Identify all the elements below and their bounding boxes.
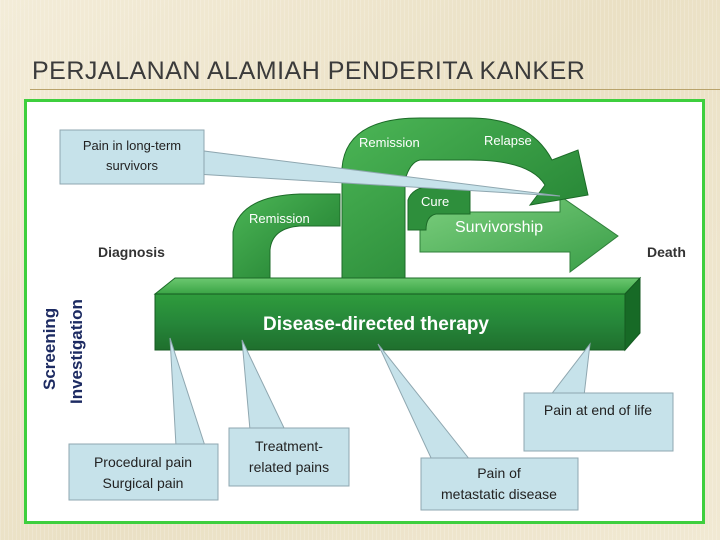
therapy-box-top — [153, 277, 642, 295]
label-survivorship: Survivorship — [455, 219, 543, 236]
label-diagnosis: Diagnosis — [98, 244, 165, 260]
callout-treatment-pointer — [241, 339, 286, 431]
label-death: Death — [647, 244, 686, 260]
label-remission-high: Remission — [359, 135, 420, 150]
callout-metastatic-line1: Pain of — [477, 465, 521, 481]
callout-metastatic-pointer — [377, 343, 472, 461]
callout-procedural-pointer — [169, 337, 206, 447]
callout-long-term-line1: Pain in long-term — [83, 138, 181, 153]
slide-title: PERJALANAN ALAMIAH PENDERITA KANKER — [32, 57, 586, 85]
callout-end-of-life-pointer — [548, 342, 591, 397]
label-relapse: Relapse — [484, 133, 532, 148]
label-remission-low: Remission — [249, 211, 310, 226]
label-investigation: Investigation — [67, 299, 86, 404]
callout-procedural — [68, 443, 219, 501]
callout-metastatic-line2: metastatic disease — [441, 486, 557, 502]
callout-treatment-line2: related pains — [249, 459, 329, 475]
label-cure: Cure — [421, 194, 449, 209]
callout-metastatic — [420, 457, 579, 511]
callout-procedural-line1: Procedural pain — [94, 454, 192, 470]
title-underline — [30, 89, 720, 90]
therapy-box-front — [154, 293, 626, 351]
cure-ribbon — [407, 185, 471, 231]
callout-treatment — [228, 427, 350, 487]
label-screening: Screening — [40, 308, 59, 390]
callout-treatment-line1: Treatment- — [255, 438, 323, 454]
label-therapy: Disease-directed therapy — [263, 314, 489, 335]
callout-long-term — [59, 129, 205, 185]
callout-end-of-life — [523, 392, 674, 452]
callout-procedural-line2: Surgical pain — [103, 475, 184, 491]
survivorship-arrow — [419, 195, 619, 273]
remission-relapse-arch — [341, 117, 589, 281]
callout-end-of-life-line1: Pain at end of life — [544, 402, 652, 418]
remission-low-arch — [232, 193, 341, 281]
callout-long-term-line2: survivors — [106, 158, 159, 173]
